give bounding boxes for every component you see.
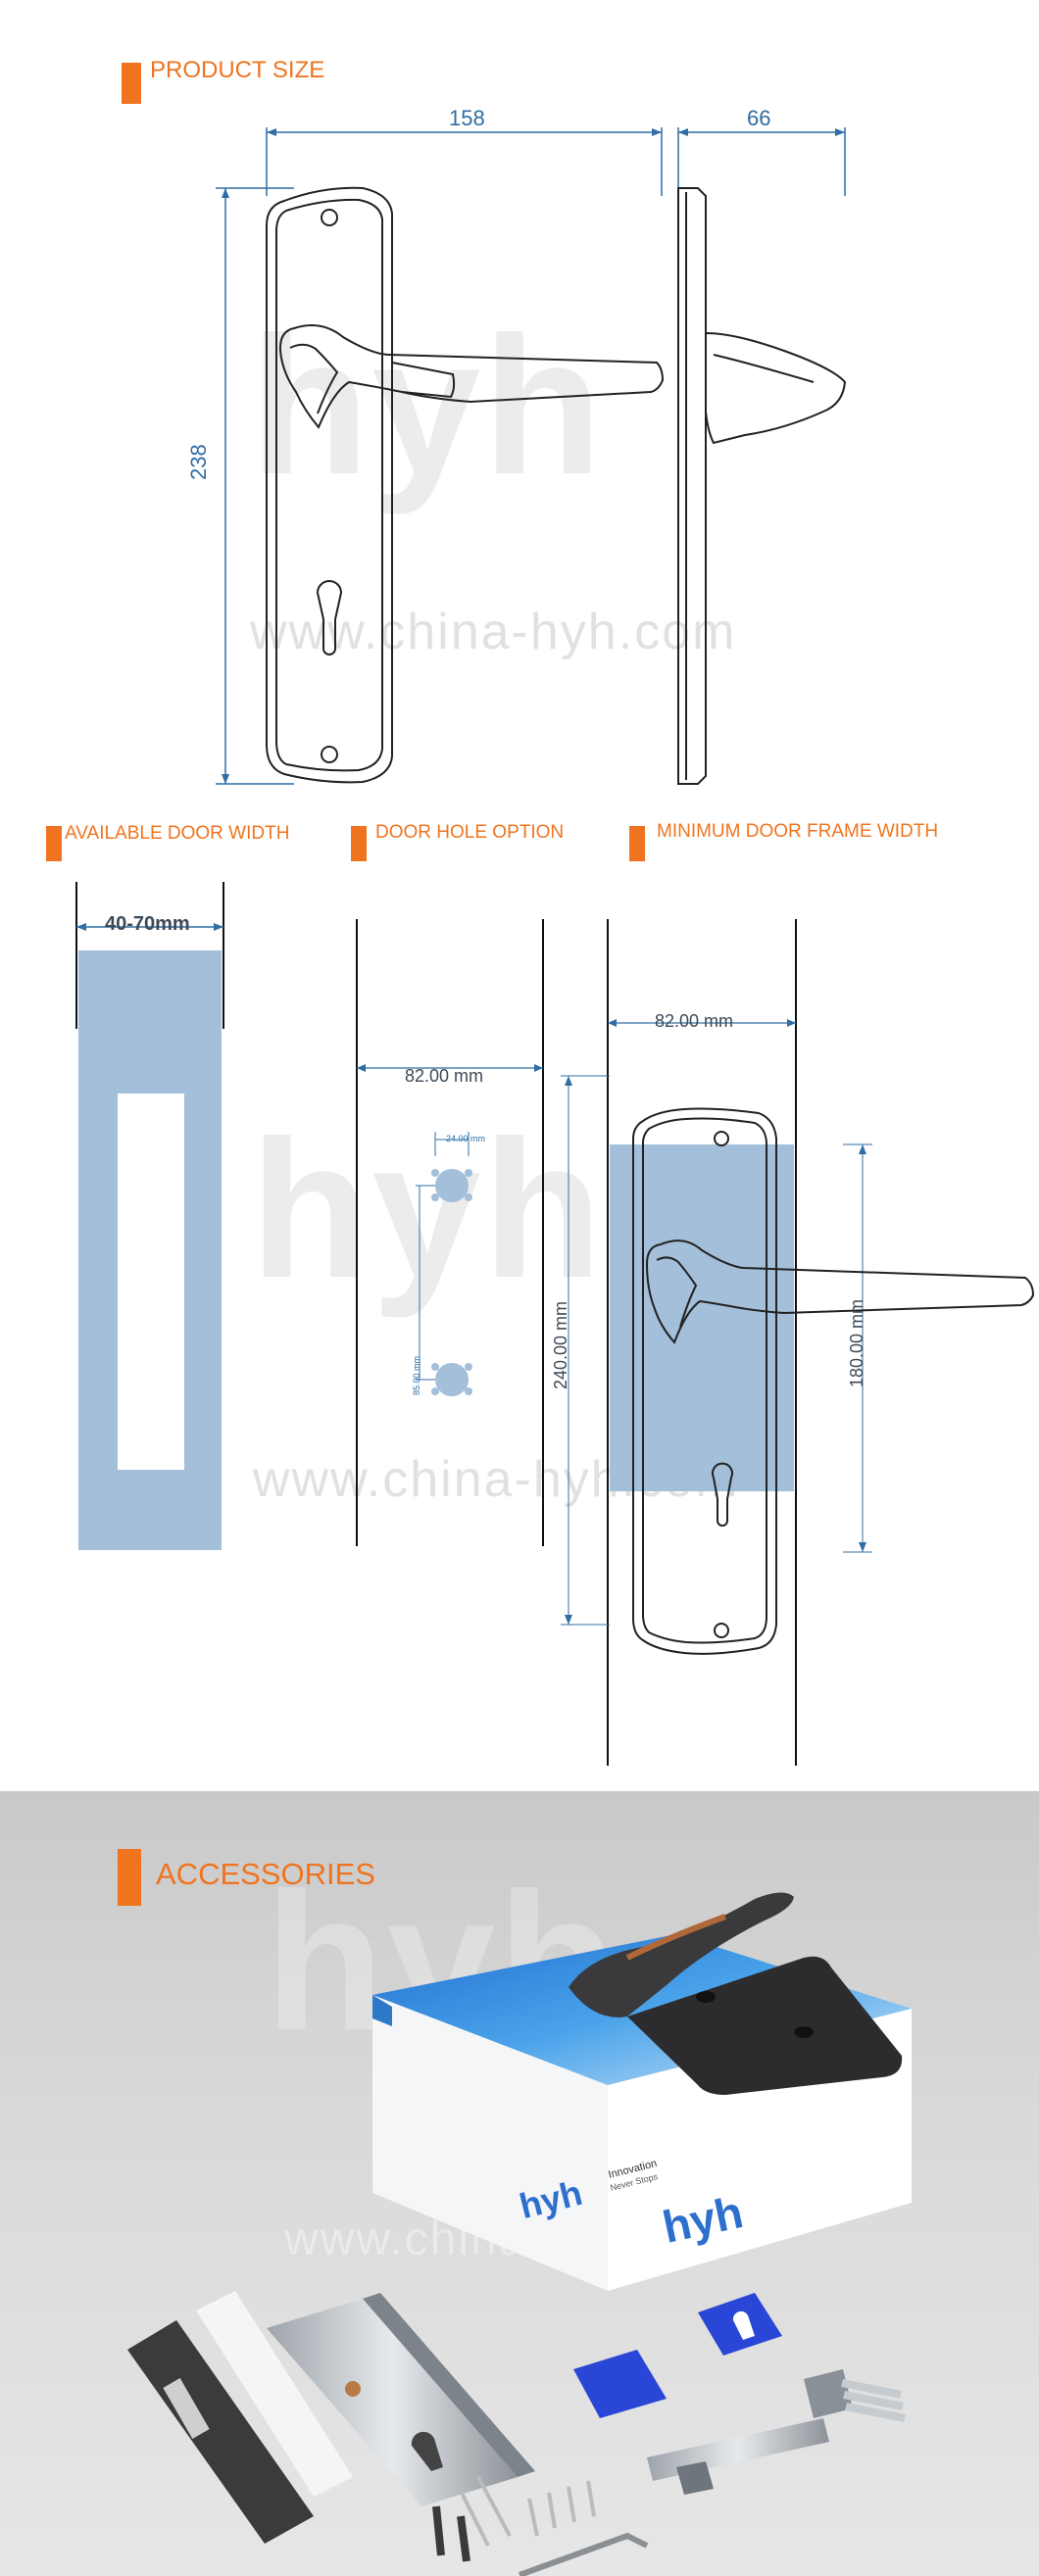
accessories-section: ACCESSORIES hyh www.china-hyh.com [0, 1791, 1039, 2576]
watermark-logo: hyh [250, 297, 605, 515]
depth-label: 66 [747, 106, 771, 130]
accessories-illustration [127, 1892, 912, 2576]
width-label: 158 [449, 106, 485, 130]
accessories-marker [118, 1849, 141, 1906]
plate-height-label: 240.00 mm [551, 1300, 570, 1389]
door-hole-drawing [356, 919, 544, 1546]
min-frame-title: MINIMUM DOOR FRAME WIDTH [657, 821, 939, 842]
door-width-drawing [75, 882, 224, 1550]
accessories-title: ACCESSORIES [156, 1857, 375, 1891]
min-frame-drawing [561, 919, 1035, 1766]
hole-diameter-label: 24.00 mm [446, 1134, 486, 1143]
door-width-range: 40-70mm [105, 913, 190, 935]
door-width-marker [46, 826, 62, 861]
door-hole-distance: 82.00 mm [405, 1066, 484, 1086]
product-size-marker [122, 63, 141, 104]
door-hole-marker [351, 826, 367, 861]
watermark-url: www.china-hyh.com [250, 604, 737, 660]
product-size-drawing [216, 127, 847, 785]
height-label: 238 [186, 444, 211, 480]
product-size-title: PRODUCT SIZE [150, 57, 325, 83]
min-frame-width-label: 82.00 mm [655, 1011, 734, 1031]
min-frame-marker [629, 826, 645, 861]
hole-spacing-label: 85.00 mm [412, 1355, 421, 1395]
door-width-title: AVAILABLE DOOR WIDTH [65, 823, 290, 844]
center-distance-label: 180.00 mm [847, 1298, 866, 1387]
door-hole-title: DOOR HOLE OPTION [375, 822, 565, 843]
